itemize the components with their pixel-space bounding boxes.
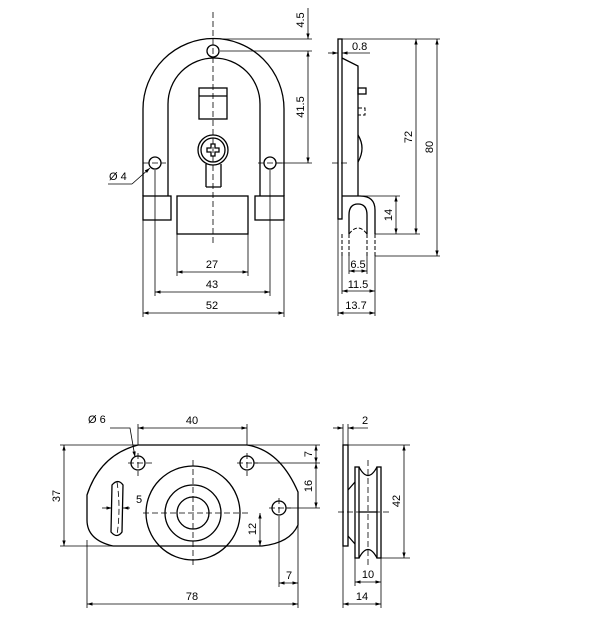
top-front-view: 27 43 52 4.5 41.5 Ø 4 <box>108 8 312 317</box>
dim-13-7: 13.7 <box>345 300 366 312</box>
dim-72: 72 <box>403 131 415 143</box>
dim-52: 52 <box>206 300 218 312</box>
dim-5: 5 <box>136 494 142 506</box>
dim-7-bottom: 7 <box>286 570 292 582</box>
dim-27: 27 <box>206 259 218 271</box>
dim-43: 43 <box>206 279 218 291</box>
dim-6-5: 6.5 <box>350 259 365 271</box>
dim-14-bottom: 14 <box>356 591 368 603</box>
dim-hole-dia-6: Ø 6 <box>88 414 106 426</box>
dim-10: 10 <box>362 569 374 581</box>
dim-hole-dia-4: Ø 4 <box>109 171 127 183</box>
mounting-hole <box>206 44 220 58</box>
dim-78: 78 <box>186 591 198 603</box>
dim-41-5: 41.5 <box>295 96 307 117</box>
dim-16: 16 <box>303 480 315 492</box>
top-side-view: 72 80 14 0.8 6.5 11.5 13.7 <box>328 38 440 316</box>
bottom-front-view: 40 Ø 6 37 7 16 5 12 7 78 <box>51 414 320 608</box>
bottom-side-view: 2 42 10 14 <box>333 415 410 608</box>
dim-4-5: 4.5 <box>295 12 307 27</box>
dim-11-5: 11.5 <box>348 279 369 291</box>
dim-2: 2 <box>362 415 368 427</box>
screw-icon <box>197 134 229 166</box>
dim-40: 40 <box>186 415 198 427</box>
dim-7-top: 7 <box>303 451 315 457</box>
dim-42: 42 <box>391 495 403 507</box>
dim-0-8: 0.8 <box>352 41 367 53</box>
dim-14: 14 <box>383 209 395 221</box>
dim-12: 12 <box>247 523 259 535</box>
dim-80: 80 <box>424 141 436 153</box>
dim-37: 37 <box>51 490 63 502</box>
